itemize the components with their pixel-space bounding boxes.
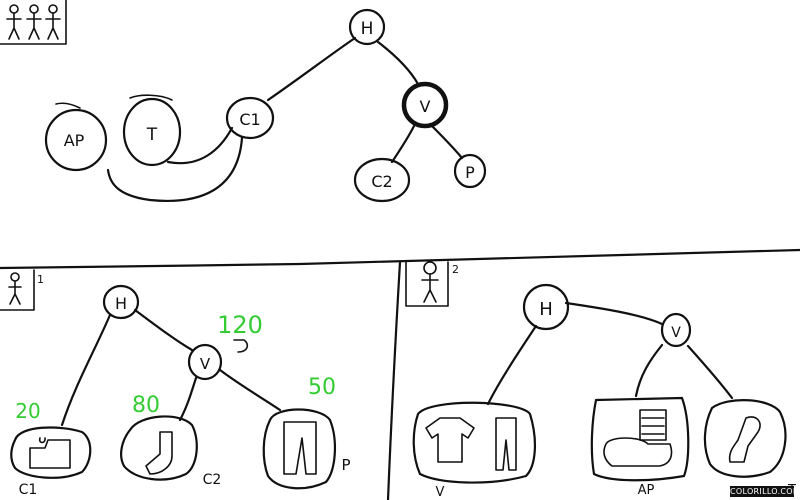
vertical-divider xyxy=(386,260,402,500)
panel-2-marker: 2 xyxy=(452,263,459,276)
svg-text:H: H xyxy=(361,19,374,39)
main-node-c1: C1 xyxy=(225,96,275,140)
edge-c1-ap xyxy=(106,136,244,202)
shoe-icon: T xyxy=(703,399,796,498)
svg-text:H: H xyxy=(115,294,127,313)
p1-label-c2: C2 xyxy=(203,472,222,488)
p1-node-v: V xyxy=(187,343,223,381)
main-node-c2: C2 xyxy=(353,157,411,203)
edge-v-p xyxy=(428,122,464,160)
panel-2-person-icon xyxy=(405,261,449,307)
box-icon: AP xyxy=(590,396,690,498)
svg-text:V: V xyxy=(200,355,211,373)
svg-text:V: V xyxy=(671,325,681,341)
svg-text:C1: C1 xyxy=(239,110,260,129)
svg-text:T: T xyxy=(146,125,158,145)
p2-node-h: H xyxy=(522,283,570,331)
main-node-p: P xyxy=(453,153,487,189)
edge-h-v xyxy=(376,40,420,86)
p1-value-c1: 20 xyxy=(15,399,40,423)
horizontal-divider xyxy=(0,248,800,270)
p1-edge-h-v xyxy=(133,308,194,352)
edge-h-c1 xyxy=(266,36,357,102)
p2-edge-h-v xyxy=(564,301,664,326)
svg-text:H: H xyxy=(539,299,553,320)
p1-value-c2: 80 xyxy=(132,393,160,418)
sock-icon: 80 C2 xyxy=(120,393,222,488)
p1-node-h: H xyxy=(102,284,140,320)
tshirt-and-pants-icon: V xyxy=(412,401,537,500)
panel-1-person-icon xyxy=(0,269,35,311)
svg-text:V: V xyxy=(420,97,431,116)
p2-edge-h-left xyxy=(486,324,538,406)
p2-label-ap: AP xyxy=(638,483,655,498)
main-node-t: T xyxy=(122,94,182,167)
p1-label-c1: C1 xyxy=(19,482,38,498)
p1-edge-v-p xyxy=(218,368,282,412)
p1-edge-h-c1 xyxy=(60,313,112,427)
people-group-icon xyxy=(0,0,67,45)
p1-value-p: 50 xyxy=(308,375,336,400)
panel-1-marker: 1 xyxy=(37,273,44,286)
brand-watermark: COLORILLO.COM xyxy=(730,486,800,497)
main-node-h: H xyxy=(348,8,386,46)
svg-text:C2: C2 xyxy=(371,172,392,191)
edge-v-c2 xyxy=(390,124,416,164)
p1-label-p: P xyxy=(341,456,350,474)
edge-c1-t xyxy=(166,126,234,165)
p2-node-v: V xyxy=(660,312,692,348)
svg-text:AP: AP xyxy=(64,131,85,150)
main-node-ap: AP xyxy=(44,102,108,172)
p1-edge-v-c2 xyxy=(178,376,198,422)
p1-leaf-c1: 20 C1 xyxy=(10,399,92,498)
p2-label-v: V xyxy=(436,485,445,500)
p1-value-v: 120 xyxy=(217,311,263,339)
p1-arrow-mark xyxy=(233,339,249,353)
p2-edge-v-t xyxy=(686,344,734,400)
pants-icon: 50 P xyxy=(262,375,351,490)
p2-edge-v-ap xyxy=(634,343,664,398)
svg-text:P: P xyxy=(465,163,475,182)
main-node-v: V xyxy=(401,81,449,129)
